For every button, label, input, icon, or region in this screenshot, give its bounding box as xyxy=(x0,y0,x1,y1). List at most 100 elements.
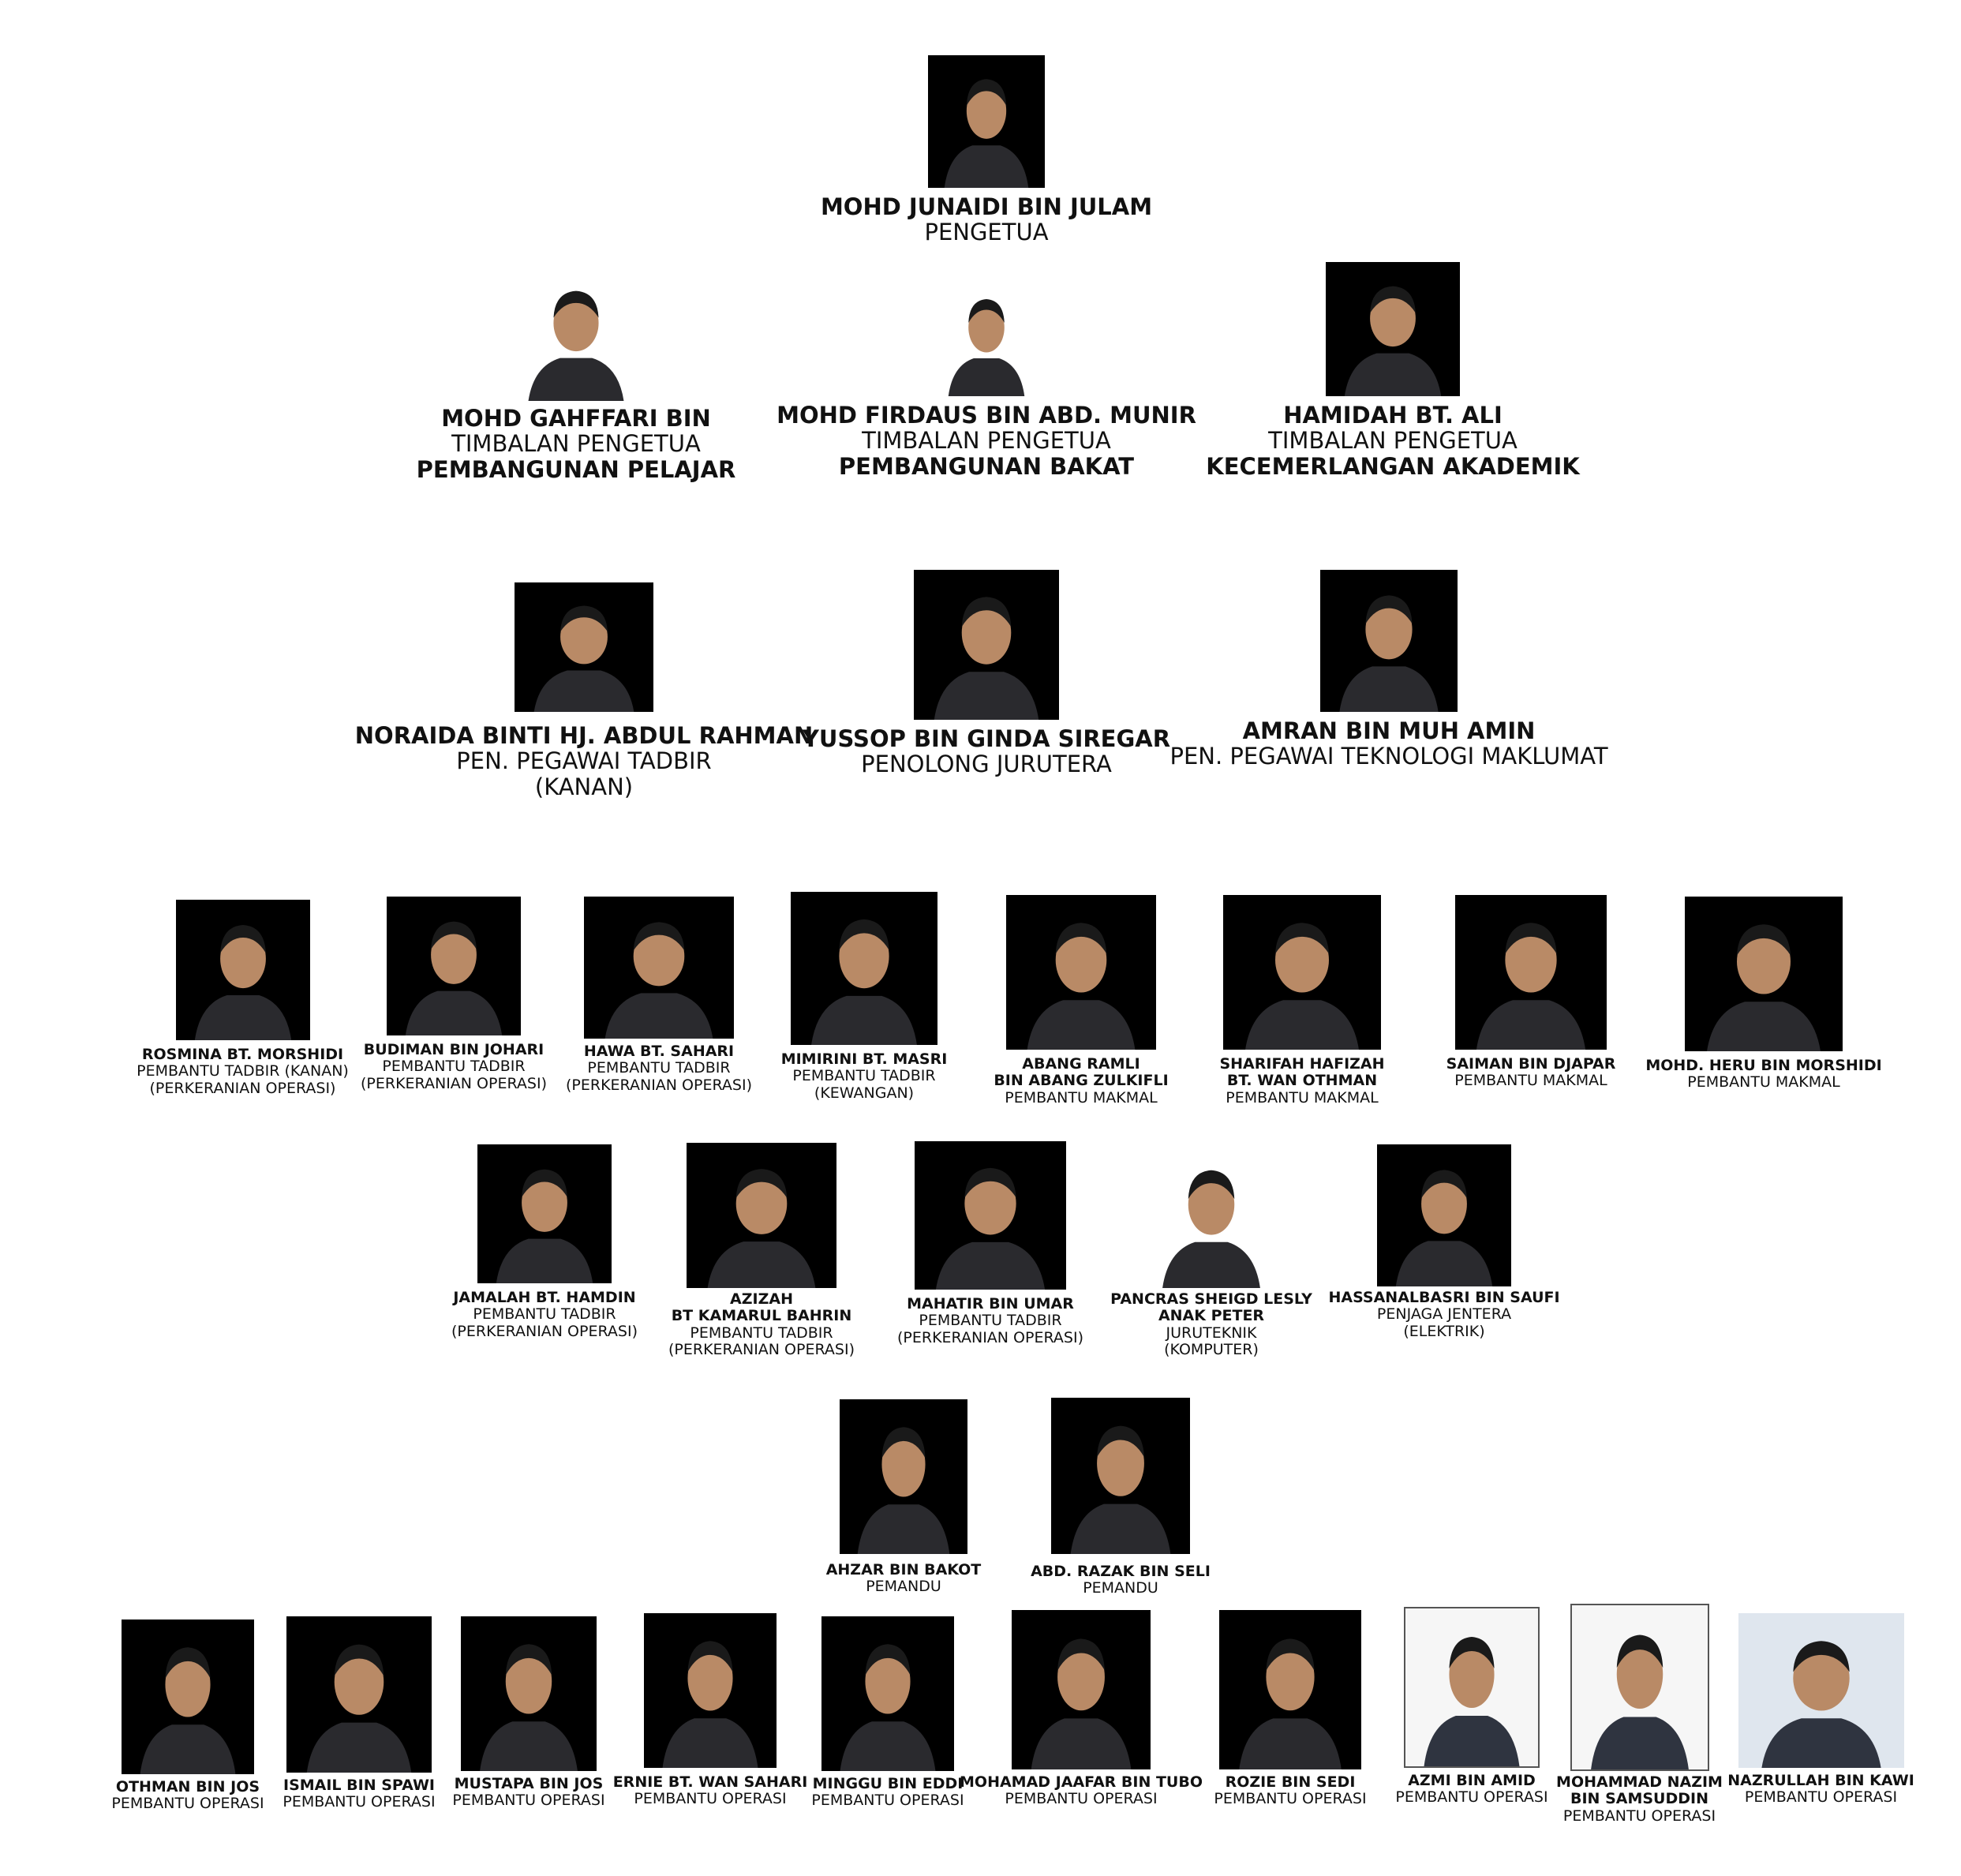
staff-name-line2: BT. WAN OTHMAN xyxy=(1226,1072,1378,1090)
portrait-silhouette xyxy=(1245,923,1359,1050)
portrait-silhouette xyxy=(1339,595,1439,712)
staff-role-detail: (KEWANGAN) xyxy=(814,1084,915,1102)
deputy-photo xyxy=(510,267,642,401)
operations-name: MUSTAPA BIN JOS xyxy=(454,1775,604,1792)
deputy-portfolio: PEMBANGUNAN PELAJAR xyxy=(416,455,736,483)
staff-name: ABANG RAMLI xyxy=(1022,1055,1140,1073)
officer-role: PENOLONG JURUTERA xyxy=(861,751,1112,778)
staff-name-line2: BT KAMARUL BAHRIN xyxy=(671,1307,852,1325)
operations-role: PEMBANTU OPERASI xyxy=(1005,1790,1158,1808)
deputy-name: HAMIDAH BT. ALI xyxy=(1283,402,1503,429)
staff-photo xyxy=(477,1144,612,1283)
staff-card: BUDIMAN BIN JOHARI PEMBANTU TADBIR (PERK… xyxy=(355,897,552,1092)
principal-card: MOHD JUNAIDI BIN JULAM PENGETUA xyxy=(821,55,1152,246)
staff-card: MAHATIR BIN UMAR PEMBANTU TADBIR (PERKER… xyxy=(892,1141,1089,1346)
portrait-silhouette xyxy=(496,1169,593,1283)
staff-card: HASSANALBASRI BIN SAUFI PENJAGA JENTERA … xyxy=(1328,1144,1560,1340)
portrait-silhouette xyxy=(1395,1170,1493,1286)
deputy-photo xyxy=(934,278,1039,396)
principal-name: MOHD JUNAIDI BIN JULAM xyxy=(820,193,1153,220)
operations-card: OTHMAN BIN JOS PEMBANTU OPERASI xyxy=(101,1620,275,1813)
staff-role: PEMBANTU TADBIR xyxy=(473,1305,616,1324)
officer-role-detail: (KANAN) xyxy=(534,773,634,800)
portrait-silhouette xyxy=(405,921,503,1035)
portrait-silhouette xyxy=(306,1644,412,1773)
operations-photo xyxy=(1570,1604,1709,1771)
staff-card: ROSMINA BT. MORSHIDI PEMBANTU TADBIR (KA… xyxy=(130,900,355,1097)
staff-role: PEMBANTU TADBIR (KANAN) xyxy=(137,1062,349,1080)
deputy-portfolio: PEMBANGUNAN BAKAT xyxy=(838,452,1135,480)
staff-photo xyxy=(1685,897,1843,1051)
officer-photo xyxy=(515,582,653,712)
deputy-role: TIMBALAN PENGETUA xyxy=(862,427,1111,455)
staff-role-detail: (KOMPUTER) xyxy=(1164,1340,1259,1358)
staff-role: PEMBANTU MAKMAL xyxy=(1005,1088,1158,1107)
staff-photo xyxy=(387,897,521,1035)
portrait-silhouette xyxy=(604,922,713,1039)
operations-role: PEMBANTU OPERASI xyxy=(111,1795,264,1813)
staff-card: HAWA BT. SAHARI PEMBANTU TADBIR (PERKERA… xyxy=(560,897,758,1094)
operations-name-line2: BIN SAMSUDDIN xyxy=(1570,1790,1708,1808)
staff-name: ROSMINA BT. MORSHIDI xyxy=(141,1046,344,1063)
operations-name: MOHAMAD JAAFAR BIN TUBO xyxy=(960,1773,1203,1791)
staff-card: AZIZAH BT KAMARUL BAHRIN PEMBANTU TADBIR… xyxy=(663,1143,860,1358)
operations-name: MOHAMMAD NAZIM xyxy=(1556,1773,1723,1791)
staff-name: JAMALAH BT. HAMDIN xyxy=(453,1289,636,1306)
operations-photo xyxy=(286,1616,432,1773)
staff-role: PEMBANTU TADBIR xyxy=(587,1059,731,1077)
operations-role: PEMBANTU OPERASI xyxy=(1562,1807,1716,1825)
staff-name: PANCRAS SHEIGD LESLY xyxy=(1110,1290,1312,1308)
portrait-silhouette xyxy=(1027,923,1136,1050)
operations-card: ROZIE BIN SEDI PEMBANTU OPERASI xyxy=(1207,1610,1373,1808)
staff-card: JAMALAH BT. HAMDIN PEMBANTU TADBIR (PERK… xyxy=(446,1144,643,1340)
staff-photo xyxy=(791,892,937,1045)
operations-role: PEMBANTU OPERASI xyxy=(1214,1790,1367,1808)
portrait-silhouette xyxy=(1761,1641,1881,1768)
operations-card: ERNIE BT. WAN SAHARI PEMBANTU OPERASI xyxy=(613,1613,807,1808)
portrait-silhouette xyxy=(811,919,917,1045)
staff-role-detail: (PERKERANIAN OPERASI) xyxy=(668,1340,855,1358)
portrait-silhouette xyxy=(1344,286,1442,396)
staff-role: PEMBANTU TADBIR xyxy=(792,1067,936,1085)
staff-name: MAHATIR BIN UMAR xyxy=(907,1295,1074,1312)
portrait-silhouette xyxy=(857,1427,950,1554)
staff-role-detail: (ELEKTRIK) xyxy=(1403,1322,1485,1340)
deputy-name: MOHD GAHFFARI BIN xyxy=(441,405,711,432)
operations-role: PEMBANTU OPERASI xyxy=(452,1792,605,1810)
principal-role: PENGETUA xyxy=(924,219,1049,246)
principal-photo xyxy=(928,55,1045,188)
staff-photo xyxy=(175,900,310,1040)
operations-role: PEMBANTU OPERASI xyxy=(634,1790,787,1808)
officer-role: PEN. PEGAWAI TADBIR xyxy=(456,747,712,775)
operations-name: ROZIE BIN SEDI xyxy=(1225,1773,1356,1791)
operations-photo xyxy=(644,1613,777,1768)
officer-card: NORAIDA BINTI HJ. ABDUL RAHMAN PEN. PEGA… xyxy=(355,582,813,800)
staff-card: MOHD. HERU BIN MORSHIDI PEMBANTU MAKMAL xyxy=(1645,897,1882,1092)
operations-card: AZMI BIN AMID PEMBANTU OPERASI xyxy=(1389,1607,1555,1807)
driver-role: PEMANDU xyxy=(1083,1579,1158,1597)
driver-photo xyxy=(840,1399,967,1554)
operations-name: AZMI BIN AMID xyxy=(1408,1772,1536,1789)
staff-role: PEMBANTU TADBIR xyxy=(919,1312,1062,1330)
portrait-silhouette xyxy=(194,925,291,1040)
operations-card: NAZRULLAH BIN KAWI PEMBANTU OPERASI xyxy=(1727,1613,1914,1807)
portrait-silhouette xyxy=(1239,1638,1342,1769)
staff-role: JURUTEKNIK xyxy=(1166,1324,1257,1342)
operations-card: MOHAMAD JAAFAR BIN TUBO PEMBANTU OPERASI xyxy=(960,1610,1203,1808)
portrait-silhouette xyxy=(1162,1170,1260,1288)
portrait-silhouette xyxy=(480,1644,578,1771)
driver-name: ABD. RAZAK BIN SELI xyxy=(1031,1563,1211,1580)
operations-photo xyxy=(1404,1607,1540,1768)
operations-role: PEMBANTU OPERASI xyxy=(283,1793,436,1811)
staff-photo xyxy=(687,1143,836,1288)
driver-photo xyxy=(1051,1398,1190,1554)
staff-role-detail: (PERKERANIAN OPERASI) xyxy=(897,1328,1083,1346)
deputy-role: TIMBALAN PENGETUA xyxy=(1268,427,1518,455)
portrait-silhouette xyxy=(533,605,634,712)
officer-role: PEN. PEGAWAI TEKNOLOGI MAKLUMAT xyxy=(1169,743,1608,770)
officer-card: AMRAN BIN MUH AMIN PEN. PEGAWAI TEKNOLOG… xyxy=(1169,570,1608,769)
staff-photo xyxy=(1455,895,1607,1050)
officer-photo xyxy=(1320,570,1458,712)
portrait-silhouette xyxy=(707,1169,816,1288)
staff-role-detail: (PERKERANIAN OPERASI) xyxy=(149,1079,336,1097)
